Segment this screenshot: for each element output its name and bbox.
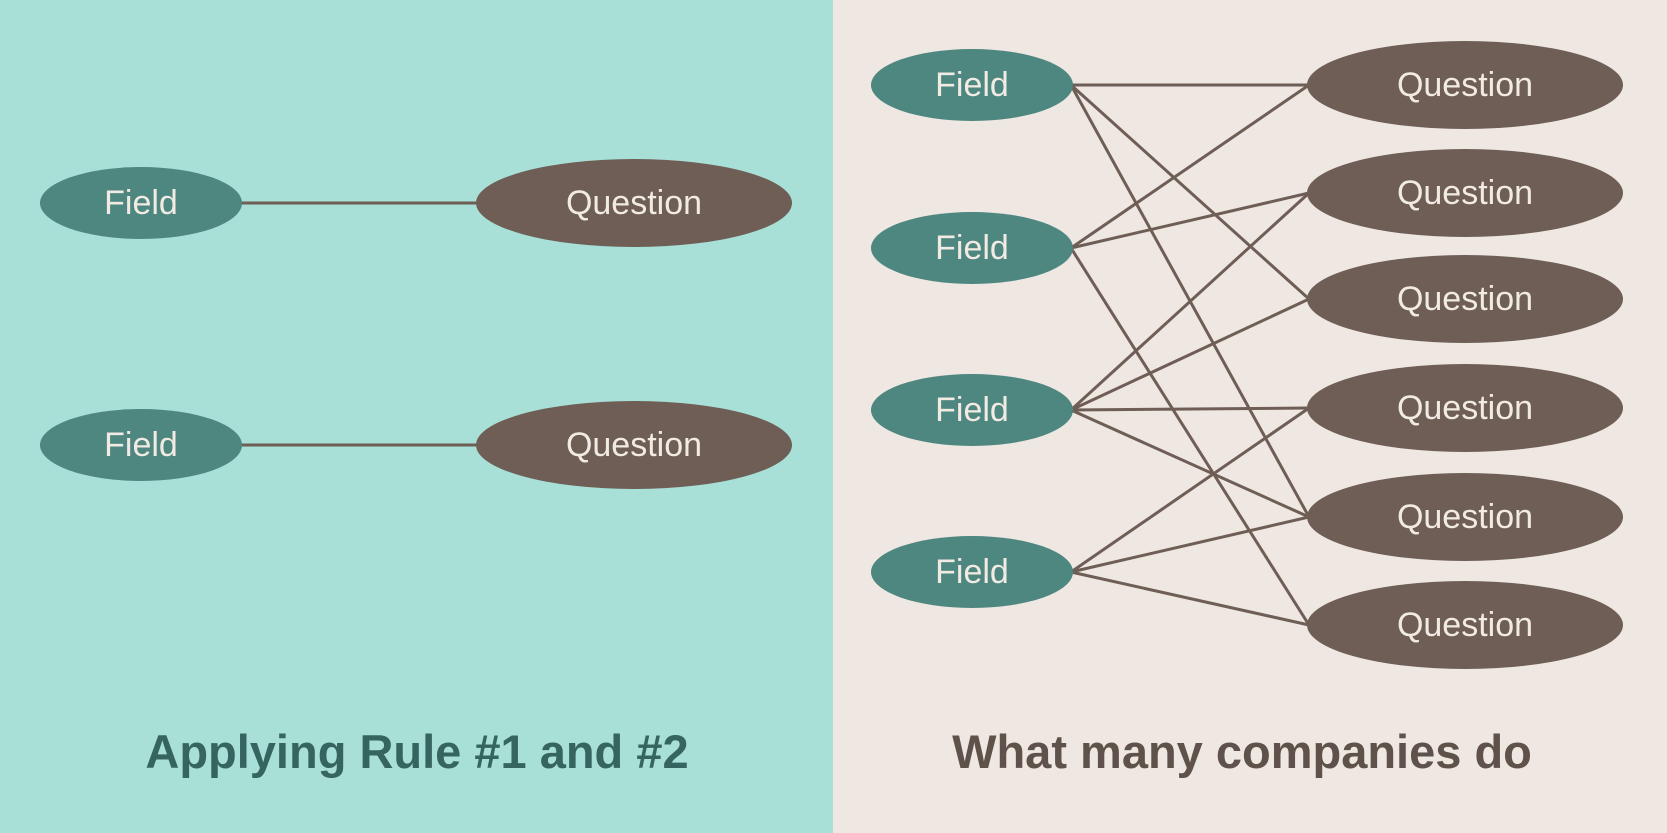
field-ellipse: [40, 409, 242, 481]
question-ellipse: [476, 159, 792, 247]
question-label: Question: [1397, 66, 1533, 104]
question-node: Question: [1307, 149, 1623, 237]
question-ellipse: [1307, 41, 1623, 129]
field-node: Field: [40, 409, 242, 481]
edge-field-2-to-question-1: [1070, 83, 1310, 250]
question-ellipse: [1307, 255, 1623, 343]
right-panel-title: What many companies do: [952, 725, 1532, 778]
field-node: Field: [871, 212, 1073, 284]
question-label: Question: [1397, 280, 1533, 318]
field-label: Field: [104, 426, 178, 464]
question-node: Question: [476, 159, 792, 247]
edge-field-3-to-question-3: [1070, 297, 1310, 412]
edge-field-2-to-question-6: [1069, 247, 1311, 626]
field-label: Field: [935, 66, 1009, 104]
question-node: Question: [1307, 473, 1623, 561]
left-edges: [240, 201, 478, 447]
edge-field-1-to-question-3: [1069, 83, 1311, 301]
field-label: Field: [104, 184, 178, 222]
question-label: Question: [1397, 606, 1533, 644]
field-label: Field: [935, 553, 1009, 591]
right-edges: [1069, 83, 1311, 627]
left-panel-title: Applying Rule #1 and #2: [145, 725, 688, 778]
field-ellipse: [871, 212, 1073, 284]
field-node: Field: [871, 536, 1073, 608]
question-node: Question: [1307, 364, 1623, 452]
field-node: Field: [871, 374, 1073, 446]
field-node: Field: [871, 49, 1073, 121]
question-ellipse: [1307, 581, 1623, 669]
edge-field-3-to-question-2: [1069, 191, 1311, 412]
question-node: Question: [1307, 581, 1623, 669]
question-node: Question: [476, 401, 792, 489]
question-ellipse: [1307, 149, 1623, 237]
edge-field-3-to-question-5: [1070, 408, 1310, 519]
field-label: Field: [935, 391, 1009, 429]
edge-field-4-to-question-4: [1070, 406, 1310, 574]
question-label: Question: [566, 426, 702, 464]
field-ellipse: [871, 536, 1073, 608]
question-node: Question: [1307, 255, 1623, 343]
question-ellipse: [1307, 473, 1623, 561]
field-ellipse: [40, 167, 242, 239]
question-label: Question: [1397, 389, 1533, 427]
edge-field-3-to-question-4: [1070, 406, 1310, 412]
field-label: Field: [935, 229, 1009, 267]
edge-field-4-to-question-6: [1070, 570, 1310, 627]
field-ellipse: [871, 49, 1073, 121]
field-ellipse: [871, 374, 1073, 446]
question-ellipse: [1307, 364, 1623, 452]
question-ellipse: [476, 401, 792, 489]
right-nodes: FieldFieldFieldFieldQuestionQuestionQues…: [871, 41, 1623, 669]
question-label: Question: [566, 184, 702, 222]
edge-field-2-to-question-2: [1070, 191, 1310, 250]
field-node: Field: [40, 167, 242, 239]
question-label: Question: [1397, 174, 1533, 212]
question-label: Question: [1397, 498, 1533, 536]
question-node: Question: [1307, 41, 1623, 129]
edge-field-4-to-question-5: [1070, 515, 1310, 574]
